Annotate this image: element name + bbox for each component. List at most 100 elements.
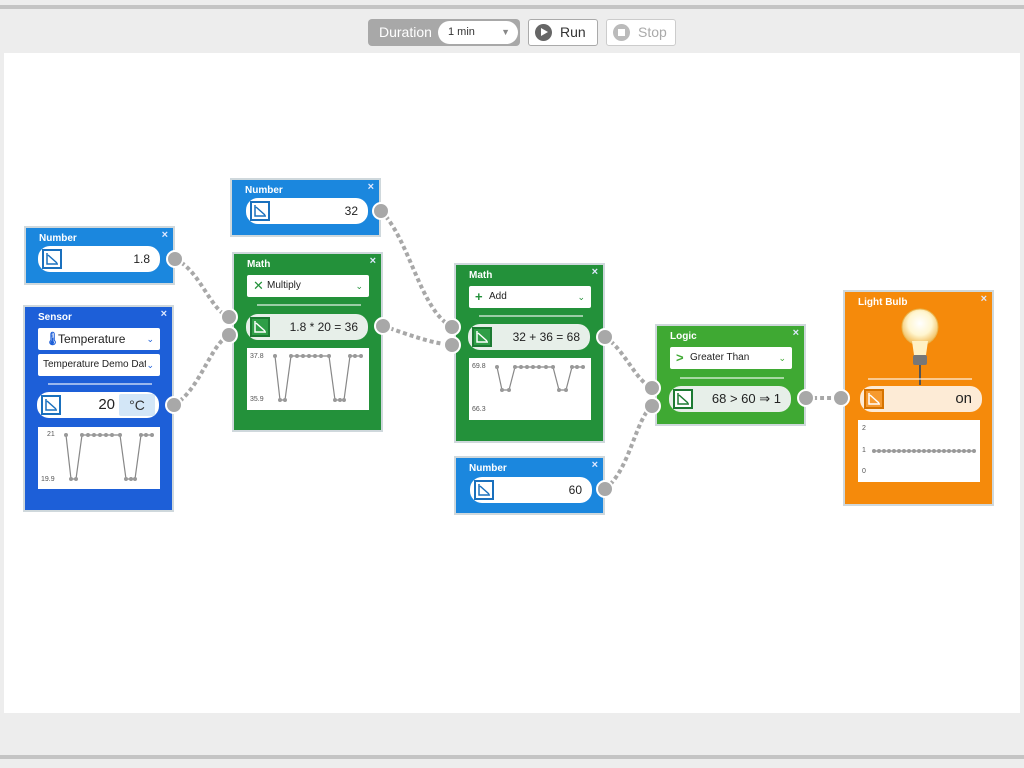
unit-label: °C [119, 394, 155, 416]
block-title: Number [39, 233, 77, 244]
value-field[interactable]: 32 [246, 198, 368, 224]
graph-icon[interactable] [42, 249, 62, 269]
input-port-logic-a[interactable] [643, 379, 661, 397]
duration-control: Duration 1 min ▼ [368, 19, 520, 46]
expression-field: 68 > 60 ⇒ 1 [669, 386, 791, 412]
sensor-block[interactable]: Sensor × 🌡 Temperature ⌄ Temperature Dem… [23, 305, 174, 512]
sensor-type-select[interactable]: 🌡 Temperature ⌄ [38, 328, 160, 350]
input-port-light-bulb[interactable] [832, 389, 850, 407]
sparkline-graph: 37.8 35.9 [247, 348, 369, 410]
sensor-type-value: Temperature [58, 332, 126, 346]
output-port-number-b[interactable] [372, 202, 390, 220]
input-port-add-a[interactable] [443, 318, 461, 336]
divider [48, 383, 152, 385]
multiply-icon: ✕ [253, 278, 264, 293]
operation-select[interactable]: + Add ⌄ [469, 286, 591, 308]
graph-icon[interactable] [673, 389, 693, 409]
light-bulb-icon [901, 308, 939, 385]
state-field: on [860, 386, 982, 412]
graph-tick-label: 0 [862, 468, 866, 475]
operation-select[interactable]: > Greater Than ⌄ [670, 347, 792, 369]
light-bulb-block[interactable]: Light Bulb × on 2 1 0 [843, 290, 994, 506]
close-icon[interactable]: × [591, 459, 598, 471]
divider [868, 378, 972, 380]
sparkline [495, 365, 585, 392]
divider [680, 377, 784, 379]
block-title: Sensor [38, 312, 72, 323]
input-port-multiply-a[interactable] [220, 308, 238, 326]
graph-tick-label: 1 [862, 447, 866, 454]
block-title: Light Bulb [858, 297, 908, 308]
input-port-add-b[interactable] [443, 336, 461, 354]
graph-icon[interactable] [864, 389, 884, 409]
block-title: Math [247, 259, 271, 270]
graph-min-label: 35.9 [250, 396, 264, 403]
expression-value: 32 + 36 = 68 [512, 330, 580, 344]
stop-button[interactable]: Stop [606, 19, 676, 46]
output-port-logic[interactable] [797, 389, 815, 407]
close-icon[interactable]: × [980, 293, 987, 305]
duration-label: Duration [379, 24, 432, 40]
input-port-multiply-b[interactable] [220, 326, 238, 344]
value-field[interactable]: 1.8 [38, 246, 160, 272]
graph-max-label: 21 [47, 431, 55, 438]
run-button[interactable]: Run [528, 19, 598, 46]
chevron-down-icon: ⌄ [146, 334, 154, 344]
dataset-value: Temperature Demo Dat [43, 359, 147, 370]
logic-block[interactable]: Logic × > Greater Than ⌄ 68 > 60 ⇒ 1 [655, 324, 806, 426]
close-icon[interactable]: × [369, 255, 376, 267]
duration-value: 1 min [448, 26, 475, 38]
expression-field: 1.8 * 20 = 36 [246, 314, 368, 340]
chevron-down-icon: ⌄ [355, 281, 363, 291]
graph-tick-label: 2 [862, 425, 866, 432]
sparkline-graph: 69.8 66.3 [469, 358, 591, 420]
stop-icon [613, 24, 630, 41]
dataset-select[interactable]: Temperature Demo Dat ⌄ [38, 354, 160, 376]
close-icon[interactable]: × [367, 181, 374, 193]
math-block-add[interactable]: Math × + Add ⌄ 32 + 36 = 68 69.8 66.3 [454, 263, 605, 443]
toolbar: Duration 1 min ▼ Run Stop [0, 9, 1024, 53]
graph-max-label: 69.8 [472, 363, 486, 370]
thermometer-icon: 🌡 [44, 331, 61, 346]
output-port-number-a[interactable] [166, 250, 184, 268]
sensor-value: 20 [98, 396, 115, 413]
close-icon[interactable]: × [161, 229, 168, 241]
graph-icon[interactable] [472, 327, 492, 347]
operation-select[interactable]: ✕ Multiply ⌄ [247, 275, 369, 297]
sparkline-graph: 21 19.9 [38, 427, 160, 489]
top-border [0, 5, 1024, 9]
value-field[interactable]: 60 [470, 477, 592, 503]
greater-than-icon: > [676, 350, 684, 365]
operation-value: Greater Than [690, 352, 750, 363]
expression-value: 68 > 60 ⇒ 1 [711, 391, 781, 406]
chevron-down-icon: ▼ [501, 27, 510, 37]
graph-icon[interactable] [250, 317, 270, 337]
chevron-down-icon: ⌄ [146, 354, 154, 376]
block-title: Number [245, 185, 283, 196]
output-port-number-c[interactable] [596, 480, 614, 498]
block-title: Math [469, 270, 493, 281]
close-icon[interactable]: × [591, 266, 598, 278]
number-block-c[interactable]: Number × 60 [454, 456, 605, 515]
graph-icon[interactable] [474, 480, 494, 500]
output-port-multiply[interactable] [374, 317, 392, 335]
graph-icon[interactable] [41, 395, 61, 415]
graph-icon[interactable] [250, 201, 270, 221]
close-icon[interactable]: × [792, 327, 799, 339]
math-block-multiply[interactable]: Math × ✕ Multiply ⌄ 1.8 * 20 = 36 37.8 3… [232, 252, 383, 432]
sparkline [273, 354, 363, 402]
output-port-sensor[interactable] [165, 396, 183, 414]
input-port-logic-b[interactable] [643, 397, 661, 415]
duration-select[interactable]: 1 min ▼ [438, 21, 518, 44]
output-port-add[interactable] [596, 328, 614, 346]
sparkline [872, 449, 976, 453]
expression-value: 1.8 * 20 = 36 [289, 320, 358, 334]
close-icon[interactable]: × [160, 308, 167, 320]
play-icon [535, 24, 552, 41]
number-block-b[interactable]: Number × 32 [230, 178, 381, 237]
number-block-a[interactable]: Number × 1.8 [24, 226, 175, 285]
stop-label: Stop [638, 24, 667, 40]
chevron-down-icon: ⌄ [577, 292, 585, 302]
run-label: Run [560, 24, 586, 40]
number-value: 1.8 [133, 252, 150, 266]
